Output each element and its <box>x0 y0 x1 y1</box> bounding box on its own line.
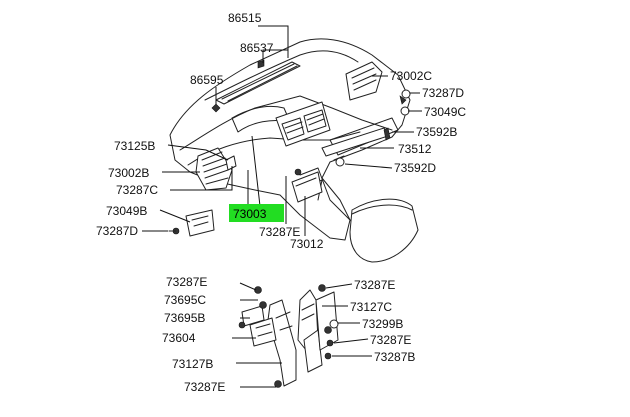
callout-label[interactable]: 73012 <box>290 237 324 251</box>
callout-label[interactable]: 73127B <box>172 357 213 371</box>
leader-lines <box>142 25 422 388</box>
callout-label[interactable]: 73592B <box>416 125 457 139</box>
callout-label[interactable]: 73287E <box>370 333 411 347</box>
callout-label[interactable]: 73287D <box>422 86 464 100</box>
highlighted-callout-box[interactable] <box>229 204 284 222</box>
callout-label[interactable]: 73287E <box>259 225 300 239</box>
callout-label[interactable]: 73512 <box>398 142 432 156</box>
callout-label[interactable]: 73287B <box>374 350 415 364</box>
callout-label[interactable]: 73299B <box>362 317 403 331</box>
callout-label[interactable]: 73127C <box>350 300 392 314</box>
callout-label[interactable]: 73695C <box>164 293 206 307</box>
callout-label[interactable]: 73592D <box>394 161 436 175</box>
callout-label[interactable]: 73125B <box>114 139 155 153</box>
callout-label[interactable]: 73287C <box>116 183 158 197</box>
callout-label[interactable]: 73604 <box>162 331 196 345</box>
callout-label[interactable]: 73695B <box>164 311 205 325</box>
callout-label-highlighted[interactable]: 73003 <box>233 207 267 221</box>
callout-label[interactable]: 73002B <box>108 166 149 180</box>
instrument-panel-drawing <box>168 38 419 263</box>
callout-label[interactable]: 86595 <box>190 73 224 87</box>
callout-label[interactable]: 73287E <box>184 380 225 394</box>
callout-label[interactable]: 73287E <box>166 275 207 289</box>
callout-label[interactable]: 73049C <box>424 105 466 119</box>
part-callouts: 86515 86537 86595 73002C 73287D 73049C 7… <box>96 11 466 394</box>
callout-label[interactable]: 86515 <box>228 11 262 25</box>
callout-label[interactable]: 86537 <box>240 41 274 55</box>
callout-label[interactable]: 73287D <box>96 224 138 238</box>
callout-label[interactable]: 73002C <box>390 69 432 83</box>
callout-label[interactable]: 73287E <box>354 278 395 292</box>
callout-label[interactable]: 73049B <box>106 204 147 218</box>
